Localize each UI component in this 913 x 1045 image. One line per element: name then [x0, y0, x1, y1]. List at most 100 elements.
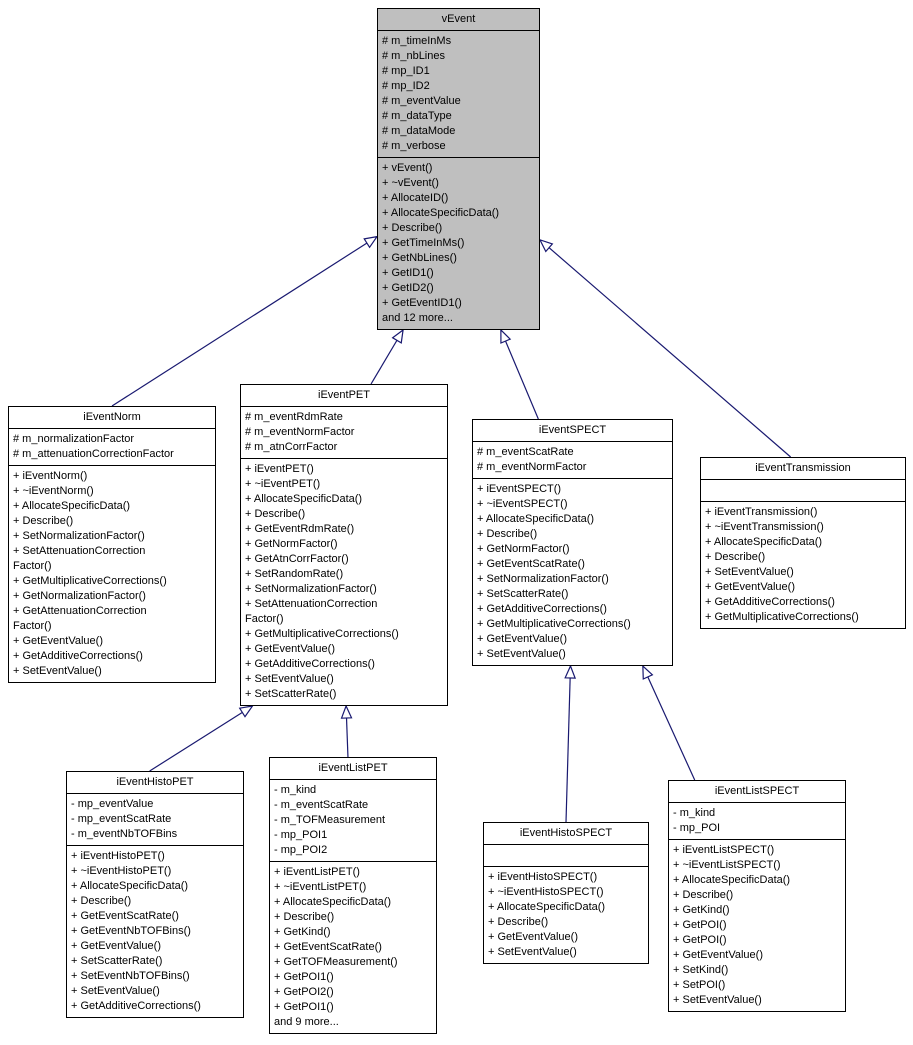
- member-row: + GetMultiplicativeCorrections(): [13, 575, 167, 587]
- member-row: + SetNormalizationFactor(): [477, 573, 609, 585]
- member-row: + GetNormalizationFactor(): [13, 590, 146, 602]
- member-row: + GetMultiplicativeCorrections(): [245, 628, 399, 640]
- class-node-iEventListPET[interactable]: iEventListPET - m_kind - m_eventScatRate -…: [269, 757, 437, 1034]
- member-row: + SetScatterRate(): [71, 955, 163, 967]
- member-row: + GetEventValue(): [488, 931, 578, 943]
- member-row: + SetAttenuationCorrection Factor(): [13, 545, 146, 572]
- member-row: + GetKind(): [274, 926, 331, 938]
- member-row: + SetEventNbTOFBins(): [71, 970, 190, 982]
- member-row: + SetEventValue(): [673, 994, 762, 1006]
- member-row: + GetAdditiveCorrections(): [705, 596, 835, 608]
- member-row: + GetNormFactor(): [245, 538, 338, 550]
- member-row: + AllocateSpecificData(): [71, 880, 189, 892]
- member-row: # m_dataType: [382, 110, 452, 122]
- member-row: + SetScatterRate(): [477, 588, 569, 600]
- member-row: + GetEventScatRate(): [477, 558, 585, 570]
- member-row: + GetEventValue(): [477, 633, 567, 645]
- member-row: + GetID2(): [382, 282, 434, 294]
- member-row: # m_normalizationFactor: [13, 433, 135, 445]
- member-row: + iEventHistoPET(): [71, 850, 165, 862]
- member-row: + AllocateSpecificData(): [488, 901, 606, 913]
- member-row: + SetKind(): [673, 964, 729, 976]
- member-row: + Describe(): [382, 222, 443, 234]
- member-row: # m_eventNormFactor: [245, 426, 355, 438]
- member-row: + ~iEventHistoPET(): [71, 865, 172, 877]
- member-row: + GetEventScatRate(): [71, 910, 179, 922]
- member-row: + GetKind(): [673, 904, 730, 916]
- member-row: + ~iEventHistoSPECT(): [488, 886, 604, 898]
- member-row: # m_attenuationCorrectionFactor: [13, 448, 174, 460]
- member-row: + GetMultiplicativeCorrections(): [705, 611, 859, 623]
- class-node-iEventListSPECT[interactable]: iEventListSPECT - m_kind- mp_POI + iEven…: [668, 780, 846, 1012]
- member-row: + iEventPET(): [245, 463, 314, 475]
- member-row: + GetTimeInMs(): [382, 237, 465, 249]
- member-row: # m_eventValue: [382, 95, 461, 107]
- member-row: + ~iEventListSPECT(): [673, 859, 781, 871]
- member-row: - mp_POI: [673, 822, 721, 834]
- inheritance-edge-iEventListSPECT-to-iEventSPECT: [643, 666, 696, 781]
- member-row: + SetEventValue(): [71, 985, 160, 997]
- member-row: + GetPOI(): [673, 934, 727, 946]
- class-node-vEvent[interactable]: vEvent # m_timeInMs # m_nbLines # mp_ID1 # …: [377, 8, 540, 330]
- class-node-iEventNorm[interactable]: iEventNorm # m_normalizationFactor # m_at…: [8, 406, 216, 683]
- class-title: iEventListPET: [270, 758, 436, 780]
- member-row: # m_verbose: [382, 140, 446, 152]
- member-row: + iEventTransmission(): [705, 506, 818, 518]
- member-row: + Describe(): [477, 528, 538, 540]
- class-node-iEventSPECT[interactable]: iEventSPECT # m_eventScatRate# m_eventNo…: [472, 419, 673, 666]
- member-row: + ~vEvent(): [382, 177, 439, 189]
- member-row: - mp_eventValue: [71, 798, 154, 810]
- member-row: # m_timeInMs: [382, 35, 452, 47]
- member-row: - m_eventScatRate: [274, 799, 369, 811]
- member-row: - m_kind: [673, 807, 716, 819]
- member-row: + GetPOI1(): [274, 971, 334, 983]
- member-row: + Describe(): [13, 515, 74, 527]
- member-row: + GetPOI1(): [274, 1001, 334, 1013]
- member-row: + AllocateSpecificData(): [382, 207, 500, 219]
- member-row: - m_kind: [274, 784, 317, 796]
- member-row: + GetID1(): [382, 267, 434, 279]
- member-row: + SetAttenuationCorrection Factor(): [245, 598, 378, 625]
- class-methods: + iEventPET()+ ~iEventPET()+ AllocateSpe…: [241, 459, 447, 705]
- class-title: vEvent: [378, 9, 539, 31]
- member-row: + iEventListPET(): [274, 866, 360, 878]
- inheritance-edge-iEventListPET-to-iEventPET: [346, 706, 348, 758]
- member-row: + GetPOI2(): [274, 986, 334, 998]
- class-methods: + iEventTransmission()+ ~iEventTransmiss…: [701, 502, 905, 628]
- member-row: + SetEventValue(): [477, 648, 566, 660]
- member-row: + AllocateSpecificData(): [274, 896, 392, 908]
- class-fields: # m_eventScatRate# m_eventNormFactor: [473, 442, 672, 479]
- member-row: # m_eventRdmRate: [245, 411, 343, 423]
- member-row: # m_nbLines: [382, 50, 445, 62]
- member-row: # mp_ID1: [382, 65, 430, 77]
- class-node-iEventHistoSPECT[interactable]: iEventHistoSPECT + iEventHistoSPECT()+ ~…: [483, 822, 649, 964]
- member-row: + AllocateSpecificData(): [245, 493, 363, 505]
- inheritance-edge-iEventHistoSPECT-to-iEventSPECT: [566, 666, 570, 823]
- member-row: + SetEventValue(): [13, 665, 102, 677]
- member-row: + GetAdditiveCorrections(): [477, 603, 607, 615]
- member-row: + SetNormalizationFactor(): [13, 530, 145, 542]
- class-methods: + iEventHistoSPECT() + ~iEventHistoSPECT(…: [484, 867, 648, 963]
- member-row: + GetEventValue(): [673, 949, 763, 961]
- member-row: + iEventListSPECT(): [673, 844, 775, 856]
- class-fields: - m_kind - mp_POI: [669, 803, 845, 840]
- member-row: - mp_POI2: [274, 844, 328, 856]
- member-row: + GetMultiplicativeCorrections(): [477, 618, 631, 630]
- member-row: # m_eventNormFactor: [477, 461, 587, 473]
- member-row: + ~iEventListPET(): [274, 881, 367, 893]
- member-row: + SetEventValue(): [245, 673, 334, 685]
- class-methods: + iEventHistoPET() + ~iEventHistoPET() + A…: [67, 846, 243, 1017]
- class-node-iEventPET[interactable]: iEventPET # m_eventRdmRate# m_eventNormF…: [240, 384, 448, 706]
- member-row: + GetEventValue(): [245, 643, 335, 655]
- class-title: iEventNorm: [9, 407, 215, 429]
- member-row: + ~iEventNorm(): [13, 485, 94, 497]
- class-node-iEventHistoPET[interactable]: iEventHistoPET - mp_eventValue- mp_event…: [66, 771, 244, 1018]
- member-row: + iEventHistoSPECT(): [488, 871, 598, 883]
- member-row: + Describe(): [673, 889, 734, 901]
- member-row: + GetEventValue(): [705, 581, 795, 593]
- member-row: + iEventNorm(): [13, 470, 88, 482]
- class-node-iEventTransmission[interactable]: iEventTransmission + iEventTransmission(…: [700, 457, 906, 629]
- class-methods: + iEventNorm()+ ~iEventNorm()+ AllocateS…: [9, 466, 215, 682]
- member-row: + AllocateID(): [382, 192, 449, 204]
